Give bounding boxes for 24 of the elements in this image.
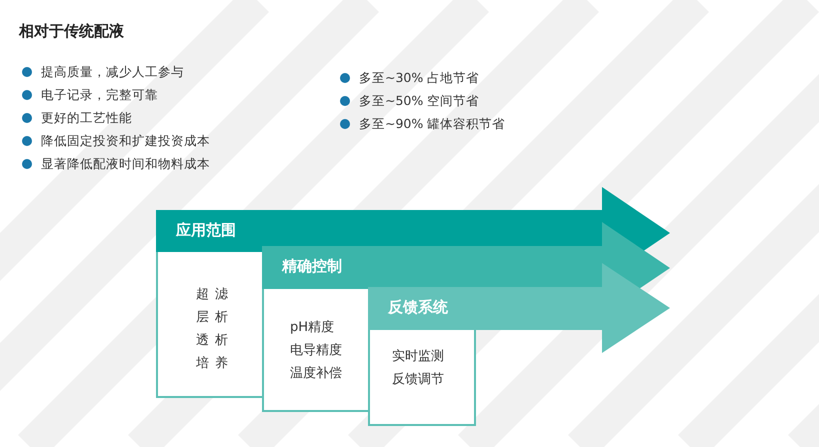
bullet-text: 多至~30% 占地节省: [359, 69, 480, 87]
banner-heading: 反馈系统: [388, 298, 448, 317]
list-item-text: pH精度: [290, 319, 334, 337]
list-item-text: 电导精度: [290, 342, 342, 360]
banner-heading: 应用范围: [176, 221, 236, 240]
list-item-text: 实时监测: [392, 348, 444, 366]
list-item-text: 温度补偿: [290, 365, 342, 383]
list-item-text: 层析: [196, 309, 234, 327]
bullet-text: 降低固定投资和扩建投资成本: [41, 132, 210, 150]
content-card: [262, 289, 370, 412]
bullet-text: 多至~90% 罐体容积节省: [359, 115, 506, 133]
list-item-text: 培养: [196, 355, 234, 373]
list-item-text: 超滤: [196, 286, 234, 304]
banner-heading: 精确控制: [282, 257, 342, 276]
bullet-text: 显著降低配液时间和物料成本: [41, 155, 210, 173]
content-card: [156, 252, 264, 398]
list-item-text: 反馈调节: [392, 371, 444, 389]
bullet-text: 提高质量，减少人工参与: [41, 63, 184, 81]
bullet-text: 多至~50% 空间节省: [359, 92, 480, 110]
bullet-text: 电子记录，完整可靠: [41, 86, 158, 104]
list-item-text: 透析: [196, 332, 234, 350]
bullet-text: 更好的工艺性能: [41, 109, 132, 127]
content-card: [368, 330, 476, 426]
heading: 相对于传统配液: [19, 22, 124, 41]
